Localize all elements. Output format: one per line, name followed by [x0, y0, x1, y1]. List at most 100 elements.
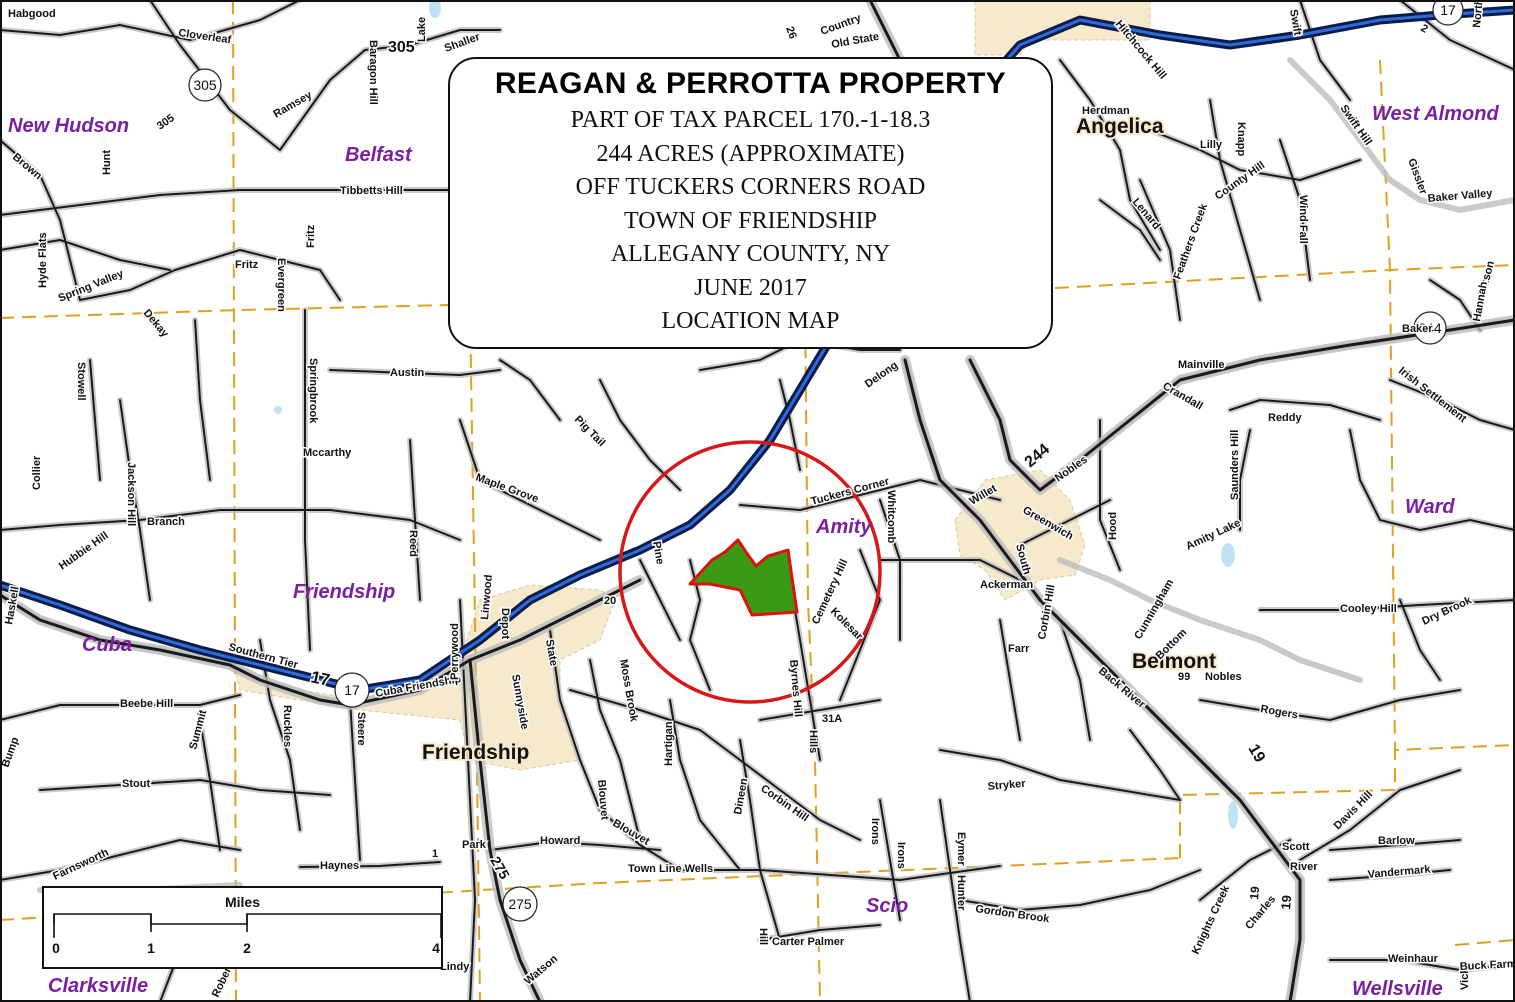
road-label: Beebe Hill — [120, 698, 173, 710]
road-label: Hill — [757, 928, 769, 945]
town-label-new-hudson: New Hudson — [8, 115, 129, 137]
road-label: Depot — [499, 608, 511, 640]
road-label: Austin — [390, 367, 425, 379]
road-label: Hood — [1107, 512, 1119, 540]
road-label: Perrywood — [449, 623, 461, 680]
town-label-cuba: Cuba — [82, 634, 132, 656]
road-label: Weinhaur — [1388, 953, 1439, 965]
road-label: Maple Grove — [474, 472, 540, 506]
road-label: Park — [462, 839, 487, 851]
pond — [274, 406, 282, 414]
road-label: 26 — [783, 25, 798, 41]
scale-bar-graphic — [53, 913, 442, 938]
road-label: Byrnes Hill — [787, 659, 804, 717]
road-label: Lilly — [1200, 139, 1223, 151]
road-label: Farnsworth — [51, 846, 111, 882]
road-label: 1 — [432, 848, 438, 860]
road-label: Baker — [1402, 323, 1433, 335]
road-label: Kolesar — [828, 606, 866, 644]
village-label-angelica: Angelica — [1076, 115, 1164, 138]
road-label: Hartigan — [663, 721, 675, 766]
title-line-acres: 244 ACRES (APPROXIMATE) — [596, 140, 905, 167]
road-label: Ruckles — [281, 705, 293, 747]
road-label: Barlow — [1378, 835, 1415, 847]
route-shield-305: 305 — [188, 68, 222, 102]
road-label: Swift Hill — [1338, 103, 1374, 148]
road-label: Branch — [147, 516, 185, 528]
road-label: 305 — [388, 39, 415, 56]
scale-tick: 2 — [243, 940, 251, 956]
map-title-box: REAGAN & PERROTTA PROPERTY PART OF TAX P… — [448, 57, 1053, 349]
road-label: 19 — [1245, 742, 1269, 766]
road-label: Delong — [863, 359, 900, 390]
road-label: 19 — [1178, 671, 1190, 683]
road-label: Jackson Hill — [125, 462, 137, 526]
title-line-county: ALLEGANY COUNTY, NY — [610, 241, 891, 267]
road-label: North — [1471, 0, 1486, 28]
town-label-scio: Scio — [866, 895, 908, 917]
road-label: Baragon Hill — [367, 40, 379, 105]
town-label-clarksville: Clarksville — [48, 975, 148, 997]
road-label: Carter Palmer — [772, 936, 845, 948]
scale-bar-label: Miles — [224, 894, 260, 910]
road-label: Irons — [869, 818, 881, 845]
road-label: Mccarthy — [303, 447, 352, 459]
svg-text:17: 17 — [1440, 2, 1456, 18]
road-label: Brown — [10, 151, 44, 182]
road-label: Stryker — [987, 778, 1027, 793]
road-label: Buck Farm — [1460, 958, 1515, 973]
road-label: Ramsey — [272, 89, 315, 121]
property-parcel — [688, 538, 799, 617]
road-label: Irish Settlement — [1396, 365, 1469, 425]
village-labels: Angelica Friendship Belmont — [420, 113, 1218, 766]
title-line-town: TOWN OF FRIENDSHIP — [624, 207, 877, 234]
road-label: Vick — [1459, 967, 1471, 990]
road-label: Evergreen — [275, 258, 287, 312]
svg-text:17: 17 — [344, 682, 360, 698]
road-label: Fritz — [305, 224, 317, 248]
map-title-details: PART OF TAX PARCEL 170.-1-18.3 244 ACRES… — [450, 104, 1051, 339]
road-label: Scott — [1282, 841, 1310, 853]
village-label-belmont: Belmont — [1132, 650, 1216, 673]
route-shield-17-ne: 17 — [1432, 0, 1464, 26]
road-label: Bump — [0, 735, 22, 769]
road-label: Howard — [540, 835, 580, 847]
road-label: Pine — [650, 540, 666, 565]
road-label: Springbrook — [307, 358, 319, 424]
road-label: Reed — [407, 530, 419, 557]
road-label: Whitcomb — [885, 490, 897, 543]
road-label: Hannah — [1471, 280, 1490, 322]
road-label: Ackerman — [980, 579, 1033, 591]
road-label: Reddy — [1268, 412, 1303, 424]
road-label: Knapp — [1235, 122, 1247, 157]
road-label: 2 — [1419, 22, 1430, 35]
road-label: Vandermark — [1367, 863, 1432, 881]
amity-lake-water — [1221, 543, 1235, 567]
road-label: Eymer — [955, 832, 967, 866]
title-line-parcel: PART OF TAX PARCEL 170.-1-18.3 — [570, 107, 931, 133]
road-label: Hyde Flats — [37, 232, 49, 288]
svg-text:275: 275 — [508, 896, 532, 912]
road-label: Stout — [122, 778, 150, 790]
road-label: Farr — [1008, 643, 1030, 655]
town-label-west-almond: West Almond — [1372, 103, 1499, 125]
scale-tick: 0 — [52, 940, 60, 956]
locator-circle — [618, 440, 882, 704]
road-label: Wind Fall — [1297, 195, 1309, 244]
road-label: 244 — [1022, 441, 1053, 471]
road-label: Hunter — [955, 875, 967, 911]
road-label: Mainville — [1178, 359, 1224, 371]
road-label: Baker Valley — [1427, 187, 1494, 205]
road-label: 31A — [822, 713, 842, 725]
town-label-wellsville: Wellsville — [1352, 978, 1443, 1000]
svg-text:305: 305 — [193, 77, 217, 93]
road-label: Linwood — [479, 574, 495, 620]
road-label: Blouvet — [595, 779, 610, 821]
road-label: River — [1290, 861, 1318, 873]
road-label: Old State — [830, 31, 880, 51]
road-label: Hunt — [101, 150, 113, 175]
town-label-belfast: Belfast — [345, 144, 413, 166]
